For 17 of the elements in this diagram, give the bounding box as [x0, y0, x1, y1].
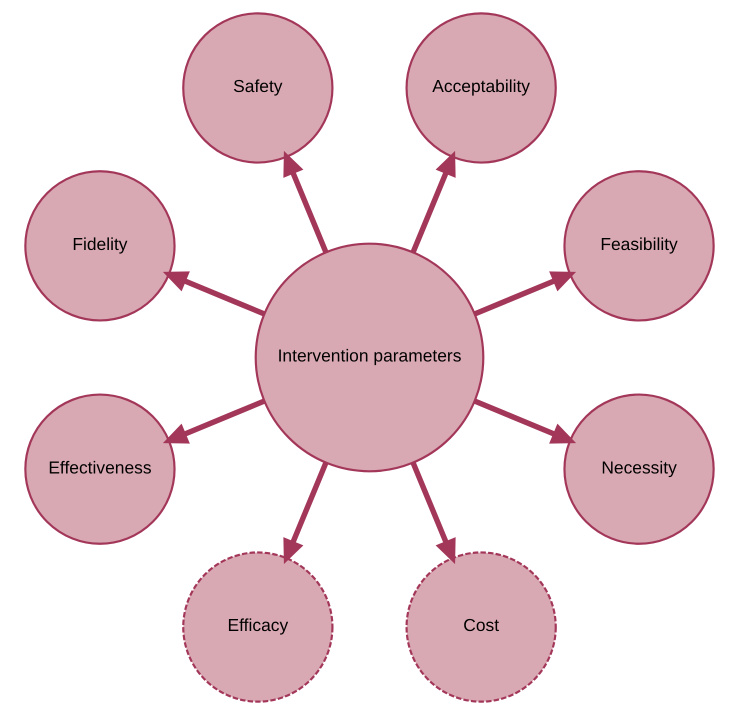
node-circle: Efficacy: [182, 550, 334, 702]
node-circle: Feasibility: [563, 170, 715, 322]
arrow: [410, 461, 456, 564]
node-circle: Cost: [405, 550, 557, 702]
node-circle: Effectiveness: [24, 392, 176, 544]
node-circle: Necessity: [563, 392, 715, 544]
arrow: [474, 270, 576, 316]
arrow: [283, 461, 328, 564]
node-circle: Intervention parameters: [254, 242, 484, 472]
node-circle: Safety: [182, 12, 334, 164]
arrow: [283, 150, 328, 253]
node-circle: Fidelity: [24, 170, 176, 322]
arrow: [410, 150, 456, 253]
arrow: [162, 270, 266, 316]
arrow: [474, 398, 576, 444]
arrow: [162, 398, 266, 444]
node-circle: Acceptability: [405, 12, 557, 164]
